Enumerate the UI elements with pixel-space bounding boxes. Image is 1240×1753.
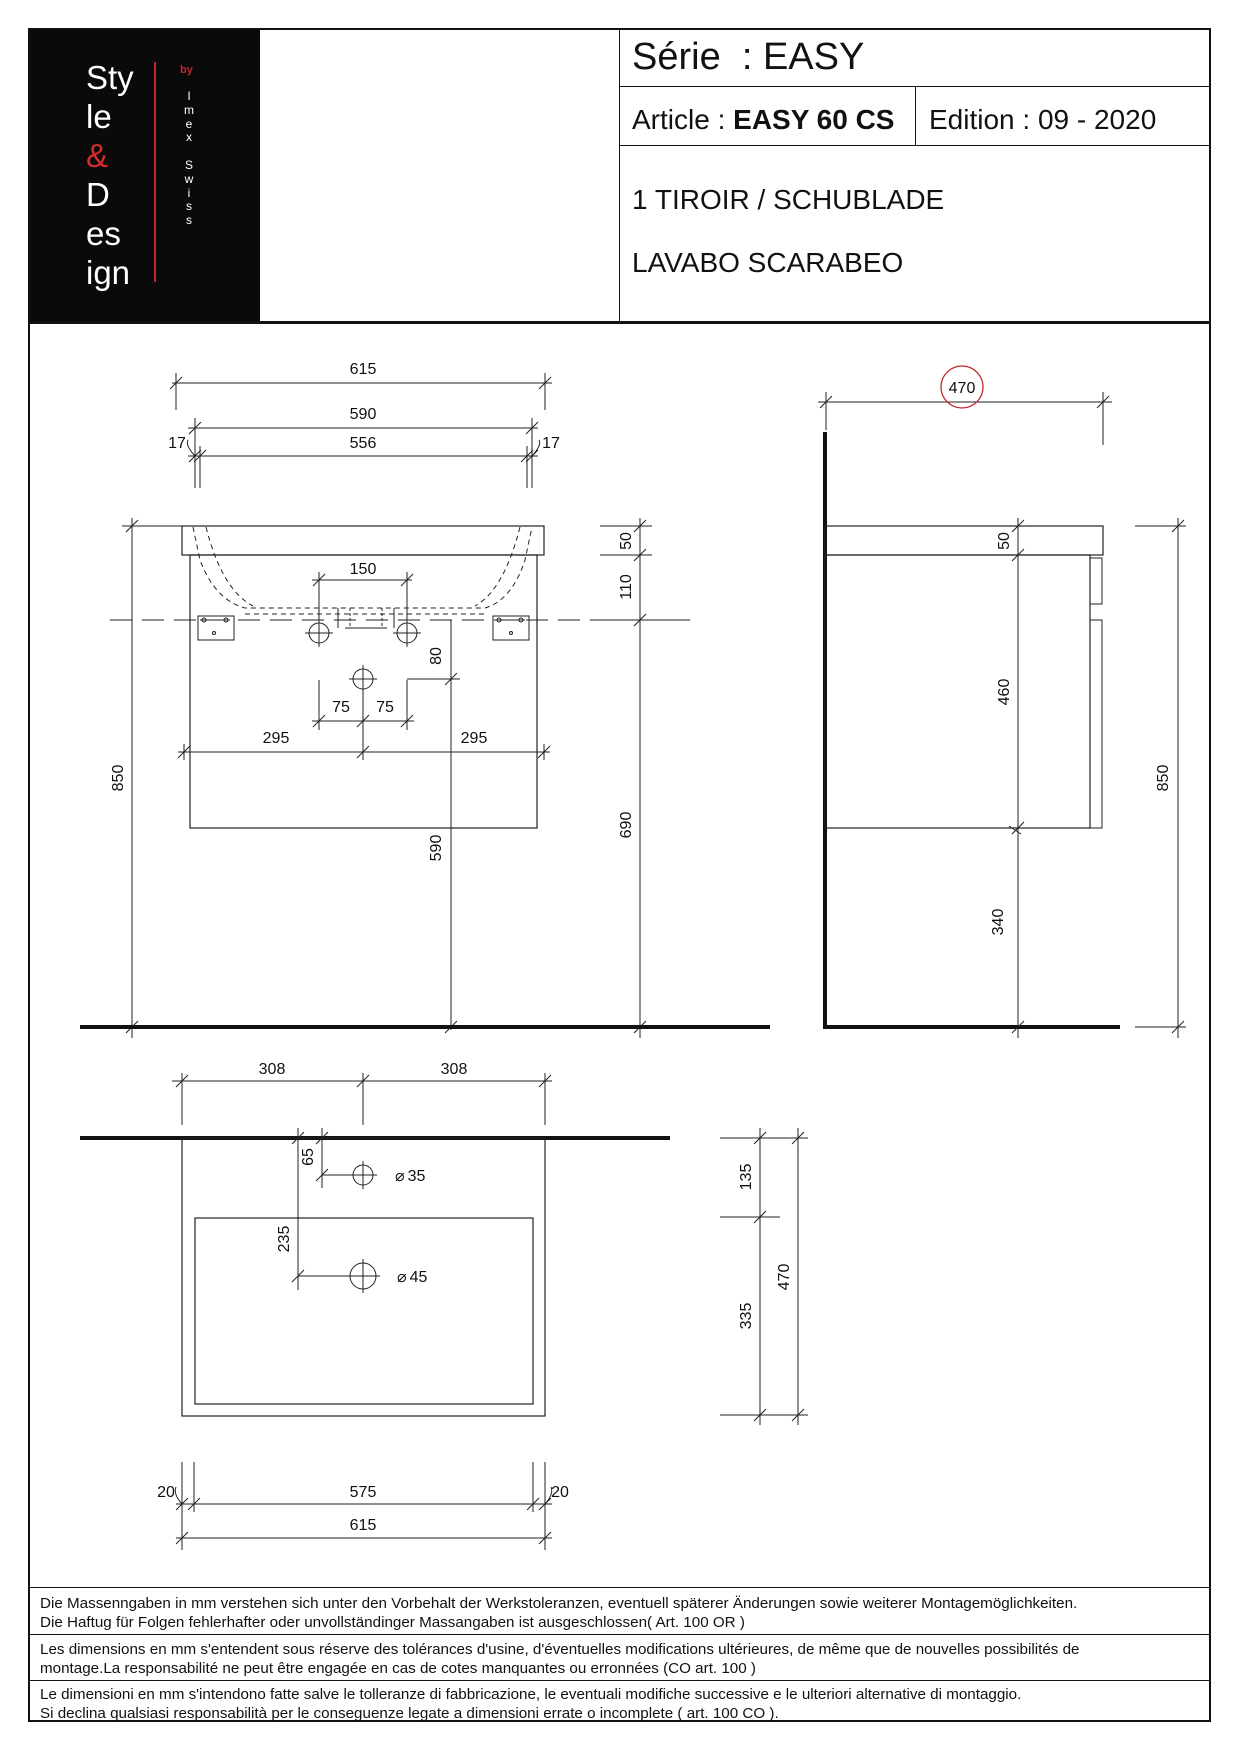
dim-top-half-right: 308 (441, 1061, 468, 1078)
dim-inner-width: 590 (350, 406, 377, 423)
dim-top-basin-depth: 335 (738, 1303, 755, 1330)
dim-bottom-inner-width: 575 (350, 1484, 377, 1501)
dim-back-to-basin: 135 (738, 1164, 755, 1191)
title-block-divider (619, 30, 620, 322)
dim-drain-offset: 235 (276, 1226, 293, 1253)
note-french-line2: montage.La responsabilité ne peut être e… (40, 1659, 756, 1677)
article-value: EASY 60 CS (733, 104, 895, 135)
dim-tap-hole-diameter-value: 35 (408, 1168, 426, 1185)
highlight-circle (940, 365, 984, 409)
front-view (80, 373, 770, 1038)
dim-side-top-thickness: 50 (996, 532, 1013, 550)
series-label: Série (632, 36, 721, 78)
article-field: Article : EASY 60 CS (632, 104, 894, 136)
dim-drain-height: 590 (428, 835, 445, 862)
logo-divider (154, 62, 156, 282)
dim-tap-hole-diameter: ⌀35 (395, 1168, 426, 1185)
notes-separator (30, 1680, 1209, 1681)
logo-imex-swiss: I m e x S w i s s (182, 89, 196, 228)
logo-ampersand: & (86, 137, 109, 174)
dim-half-left: 295 (263, 730, 290, 747)
logo-vertical-char: x (186, 130, 192, 145)
logo-letters-2: le (86, 98, 112, 135)
logo-vertical-char: e (185, 116, 193, 131)
dim-drain-drop: 80 (428, 647, 445, 665)
dim-side-right: 17 (542, 435, 560, 452)
drawing-sheet-border (28, 28, 1211, 1722)
dim-bottom-overall-width: 615 (350, 1517, 377, 1534)
edition-field: Edition : 09 - 2020 (929, 104, 1156, 136)
dim-tap-hole-offset: 65 (300, 1148, 317, 1166)
note-german-line1: Die Massenngaben in mm verstehen sich un… (40, 1595, 1078, 1612)
dim-drain-diameter-value: 45 (410, 1269, 428, 1286)
logo-vertical-char: S (184, 157, 193, 172)
dim-bottom-side-right: 20 (551, 1484, 569, 1501)
style-and-design-logo: Sty le & D es ign by I m e x S w i s s (30, 30, 260, 322)
note-german: Die Massenngaben in mm verstehen sich un… (40, 1595, 1077, 1632)
dim-overall-width: 615 (350, 361, 377, 378)
logo-vertical-char: s (186, 213, 192, 228)
logo-wordmark: Sty le & D es ign (86, 58, 134, 292)
logo-letters-5: es (86, 215, 121, 252)
dim-cabinet-height: 460 (996, 679, 1013, 706)
title-block-bottom-line (28, 321, 1211, 324)
logo-vertical-char: w (184, 171, 194, 186)
side-view (818, 365, 1186, 1038)
logo-letters-6: ign (86, 254, 131, 291)
logo-letters-1: Sty (86, 59, 134, 96)
dim-bottom-side-left: 20 (157, 1484, 175, 1501)
series-value: : EASY (741, 36, 865, 78)
diameter-symbol: ⌀ (395, 1168, 405, 1185)
logo-vertical-char: m (184, 102, 194, 117)
title-block-row-line (619, 86, 1209, 87)
logo-vertical-char: s (186, 199, 192, 214)
description-line-1: 1 TIROIR / SCHUBLADE (632, 184, 945, 215)
dim-side-left: 17 (168, 435, 186, 452)
notes-separator (30, 1587, 1209, 1588)
logo-by: by (180, 64, 193, 76)
edition-label: Edition : (929, 104, 1031, 135)
notes-separator (30, 1634, 1209, 1635)
dim-drain-left: 75 (332, 699, 350, 716)
dim-basin-depth: 110 (618, 574, 635, 600)
dim-drain-diameter: ⌀45 (397, 1269, 428, 1286)
note-german-line2: Die Haftug für Folgen fehlerhafter oder … (40, 1613, 745, 1631)
note-italian-line1: Le dimensioni en mm s'intendono fatte sa… (40, 1686, 1022, 1703)
dim-drain-right: 75 (376, 699, 394, 716)
note-french-line1: Les dimensions en mm s'entendent sous ré… (40, 1641, 1080, 1658)
logo-vertical-char: I (187, 89, 191, 103)
bottom-dimensions (174, 1462, 553, 1550)
title-block-row-line (619, 145, 1209, 146)
dim-top-thickness: 50 (618, 532, 635, 550)
diameter-symbol: ⌀ (397, 1269, 407, 1286)
article-label: Article : (632, 104, 726, 135)
dim-basin-to-floor: 690 (618, 812, 635, 839)
dim-tap-spacing: 150 (350, 561, 377, 578)
note-french: Les dimensions en mm s'entendent sous ré… (40, 1641, 1080, 1678)
description-line-2: LAVABO SCARABEO (632, 247, 904, 278)
dim-top-half-left: 308 (259, 1061, 286, 1078)
dim-top-total-depth: 470 (776, 1264, 793, 1291)
dim-side-depth: 470 (949, 380, 976, 397)
title-block-cell-divider (915, 86, 916, 145)
dim-half-right: 295 (461, 730, 488, 747)
logo-letters-4: D (86, 176, 110, 213)
dim-side-total-height: 850 (1155, 765, 1172, 792)
series-title: Série : EASY (632, 36, 864, 79)
edition-value: 09 - 2020 (1037, 104, 1157, 135)
logo-vertical-char: i (187, 185, 191, 200)
note-italian: Le dimensioni en mm s'intendono fatte sa… (40, 1686, 1021, 1723)
dim-total-height: 850 (110, 765, 127, 792)
note-italian-line2: Si declina qualsiasi responsabilità per … (40, 1704, 779, 1722)
dim-floor-gap: 340 (990, 909, 1007, 936)
top-view (80, 1073, 808, 1425)
dim-body-width: 556 (350, 435, 377, 452)
